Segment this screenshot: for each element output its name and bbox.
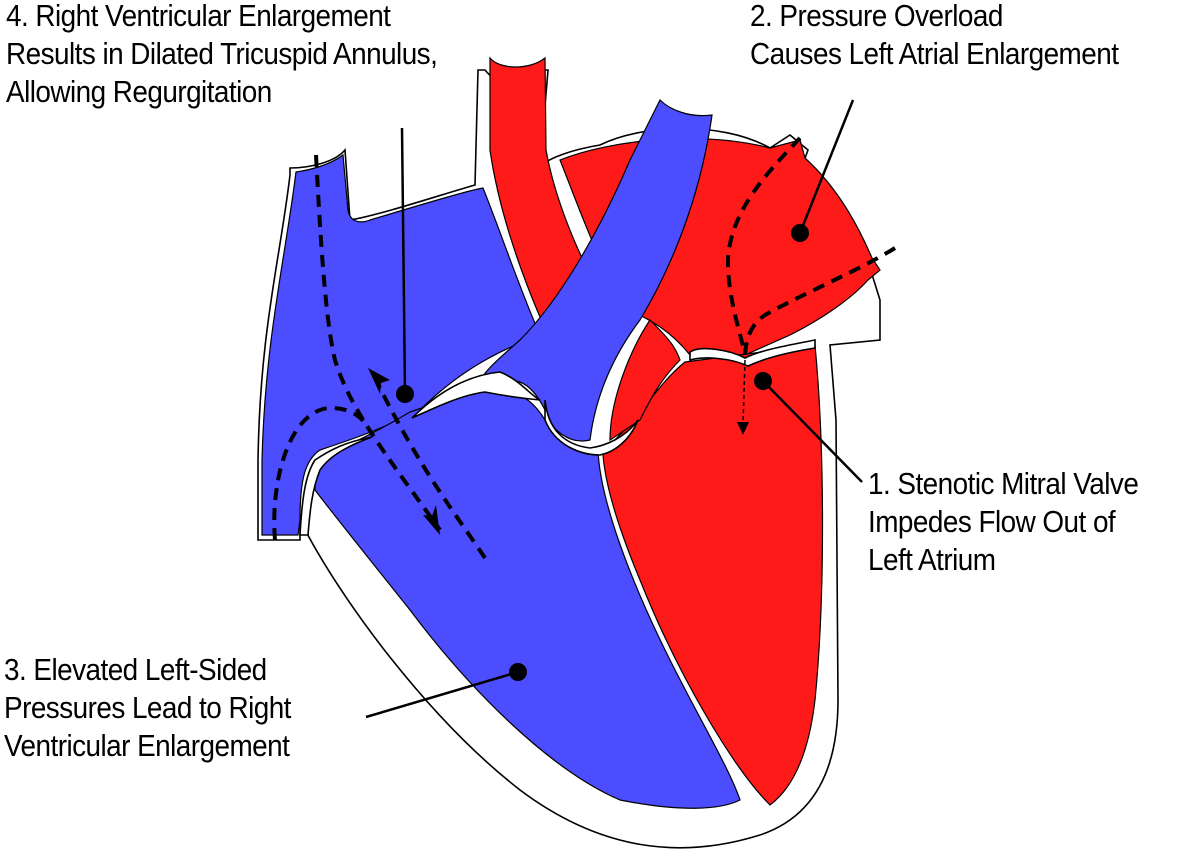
leader-line-2 — [798, 99, 855, 234]
leader-dot-1 — [754, 372, 772, 390]
leader-dot-2 — [791, 224, 809, 242]
pulmonary-vein-flow-arrow-2 — [743, 246, 897, 356]
mitral-leaflet — [689, 339, 816, 367]
annotation-4-line-3: Allowing Regurgitation — [6, 74, 272, 109]
annotation-4-line-1: 4. Right Ventricular Enlargement — [6, 0, 391, 33]
annotation-4: 4. Right Ventricular Enlargement Results… — [6, 0, 438, 111]
left-ventricle-upper — [609, 319, 681, 442]
annotation-3-line-1: 3. Elevated Left-Sided — [4, 652, 267, 687]
arrowhead-down-rv — [423, 505, 440, 535]
leader-line-4 — [400, 127, 407, 395]
stenotic-flow-arrow — [742, 359, 746, 426]
arrowhead-mitral — [737, 422, 749, 435]
annotation-3: 3. Elevated Left-Sided Pressures Lead to… — [4, 651, 291, 765]
annotation-3-line-3: Ventricular Enlargement — [4, 728, 290, 763]
regurgitation-arrow — [373, 377, 487, 560]
annotation-3-line-2: Pressures Lead to Right — [4, 690, 291, 725]
leader-dot-4 — [396, 385, 414, 403]
arrowhead-up-ra — [368, 368, 390, 394]
pulmonary-valve — [544, 399, 639, 456]
annotation-1: 1. Stenotic Mitral Valve Impedes Flow Ou… — [868, 465, 1139, 579]
ivc-flow-arrow — [272, 405, 374, 541]
pulmonary-artery — [479, 98, 713, 442]
annotation-2: 2. Pressure Overload Causes Left Atrial … — [750, 0, 1119, 73]
annotation-1-line-3: Left Atrium — [868, 542, 996, 577]
leader-line-3 — [365, 670, 519, 719]
annotation-2-line-1: 2. Pressure Overload — [750, 0, 1003, 33]
tricuspid-leaflet — [411, 371, 541, 419]
right-atrium — [261, 153, 541, 536]
annotation-1-line-1: 1. Stenotic Mitral Valve — [868, 466, 1139, 501]
svc-flow-arrow — [314, 154, 442, 532]
leader-dot-3 — [509, 663, 527, 681]
annotation-4-line-2: Results in Dilated Tricuspid Annulus, — [6, 36, 438, 71]
annotation-1-line-2: Impedes Flow Out of — [868, 504, 1116, 539]
leader-line-1 — [762, 380, 863, 483]
annotation-2-line-2: Causes Left Atrial Enlargement — [750, 36, 1119, 71]
